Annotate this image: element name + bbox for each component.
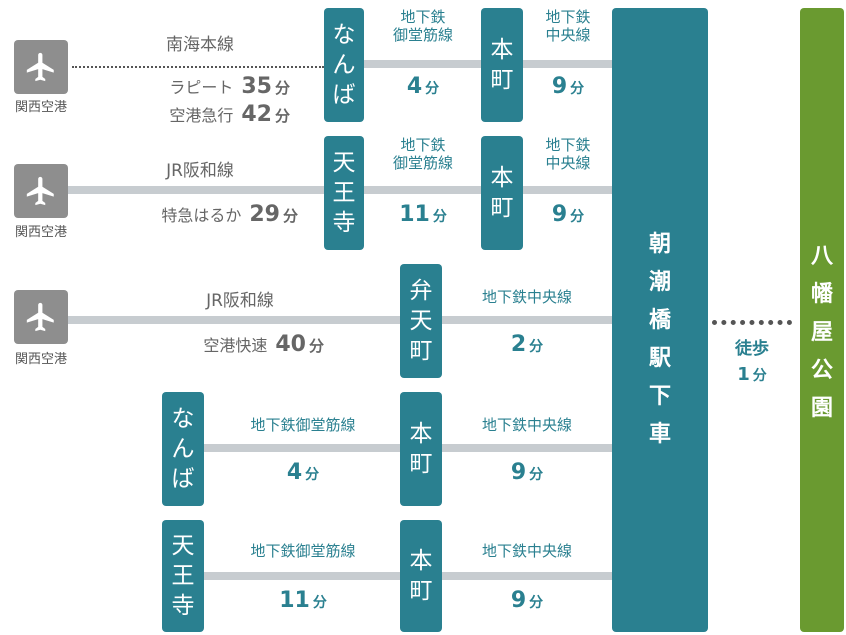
station-honmachi-3: 本 町 (400, 392, 442, 506)
row3-line-b (440, 316, 612, 324)
yahataya-park-label: 八 幡 屋 公 園 (810, 244, 833, 421)
airplane-icon (26, 52, 54, 82)
row4-line-a (200, 444, 402, 452)
row3-line-label: 地下鉄中央線 (481, 288, 572, 306)
row3-line-jr (68, 316, 402, 324)
airport-box-3 (14, 290, 68, 344)
row2-line-b (520, 186, 612, 194)
route-jr-hanwa-1: JR阪和線 (166, 161, 234, 181)
route-jr-hanwa-2: JR阪和線 (206, 291, 274, 311)
walk-label: 徒歩 (735, 339, 769, 359)
airplane-icon (26, 176, 54, 206)
row1-line-a (362, 60, 484, 68)
station-honmachi-2: 本 町 (481, 136, 523, 250)
row2-line-jr (68, 186, 326, 194)
row4-line-b (440, 444, 612, 452)
airplane-icon (26, 302, 54, 332)
yahataya-park-bar (800, 8, 844, 632)
asashiobashi-station-label: 朝 潮 橋 駅 下 車 (648, 232, 671, 447)
station-tennoji-1: 天 王 寺 (324, 136, 364, 250)
row5-line1-label: 地下鉄御堂筋線 (250, 542, 356, 560)
row5-line2-label: 地下鉄中央線 (481, 542, 572, 560)
airport-label-3: 関西空港 (14, 352, 67, 367)
row4-line1-label: 地下鉄御堂筋線 (250, 416, 356, 434)
station-tennoji-2: 天 王 寺 (162, 520, 204, 632)
row4-line2-label: 地下鉄中央線 (481, 416, 572, 434)
nankai-dotted-line (72, 66, 324, 68)
station-namba-2: な ん ば (162, 392, 204, 506)
station-namba-1: な ん ば (324, 8, 364, 122)
station-honmachi-1: 本 町 (481, 8, 523, 122)
airport-box-1 (14, 40, 68, 94)
walk-connector (712, 320, 792, 325)
row2-line2-label: 地下鉄 中央線 (545, 136, 591, 172)
row2-line-a (362, 186, 484, 194)
row2-line1-label: 地下鉄 御堂筋線 (392, 136, 453, 172)
airport-label-1: 関西空港 (14, 100, 67, 115)
station-bentencho: 弁 天 町 (400, 264, 442, 378)
station-honmachi-4: 本 町 (400, 520, 442, 632)
airport-box-2 (14, 164, 68, 218)
row5-line-a (200, 572, 402, 580)
row1-line1-label: 地下鉄 御堂筋線 (392, 8, 453, 44)
row1-line-b (520, 60, 612, 68)
asashiobashi-station-bar (612, 8, 708, 632)
row1-line2-label: 地下鉄 中央線 (545, 8, 591, 44)
row5-line-b (440, 572, 612, 580)
route-nankai: 南海本線 (166, 35, 234, 55)
airport-label-2: 関西空港 (14, 225, 67, 240)
